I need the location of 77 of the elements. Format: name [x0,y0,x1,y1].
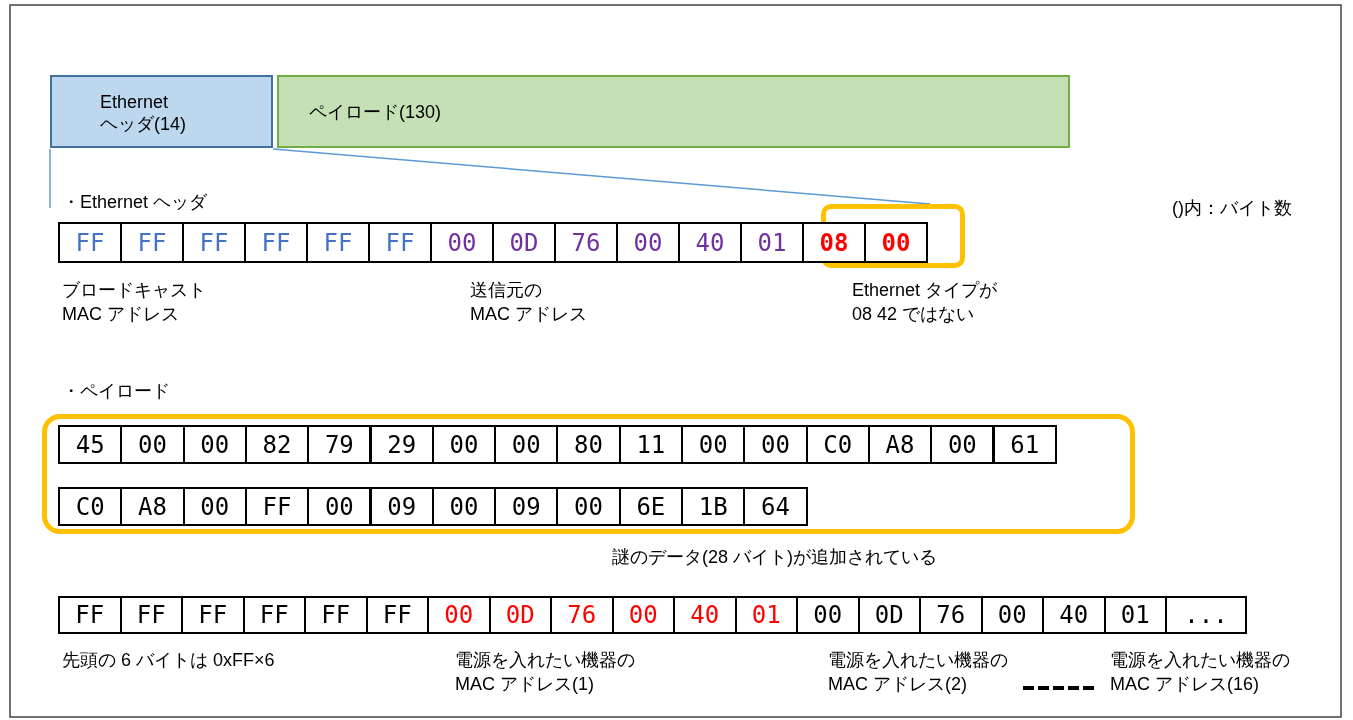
byte-cell: C0 [58,487,123,526]
byte-cell: 09 [369,487,434,526]
byte-cell: ... [1165,596,1247,634]
byte-cell: 00 [430,222,494,263]
byte-cell: 00 [796,596,860,634]
byte-cell: 00 [182,425,247,464]
byte-cell: 0D [492,222,556,263]
byte-cell: 0D [857,596,921,634]
zoom-guide-line [49,148,51,209]
byte-cell: 01 [1103,596,1167,634]
byte-cell: FF [368,222,432,263]
byte-cell: FF [120,222,184,263]
byte-cell: FF [304,596,368,634]
byte-cell: A8 [867,425,933,464]
byte-cell: 00 [864,222,928,263]
byte-cell: 00 [616,222,680,263]
note-text: 謎のデータ(28 バイト)が追加されている [612,546,937,569]
byte-cell: FF [244,222,308,263]
byte-cell: 79 [307,425,372,464]
byte-cell: FF [182,222,246,263]
byte-cell: 29 [369,425,434,464]
byte-cell: 6E [618,487,683,526]
byte-cell: FF [58,596,122,634]
note-text: Ethernet タイプが 08 42 ではない [852,279,998,326]
byte-cell: 40 [678,222,742,263]
byte-cell: 76 [550,596,614,634]
byte-cell: 40 [673,596,737,634]
header-box: Ethernet ヘッダ(14) [50,75,273,148]
note-text: 電源を入れたい機器の MAC アドレス(1) [455,649,635,696]
byte-cell: FF [242,596,306,634]
note-text: 電源を入れたい機器の MAC アドレス(2) [828,649,1008,696]
byte-cell: 00 [743,425,808,464]
byte-cell: 00 [427,596,491,634]
byte-cell: FF [119,596,183,634]
note-text: ()内：バイト数 [1172,197,1292,220]
byte-cell: 08 [802,222,866,263]
zoom-guide-line [272,148,931,205]
note-text: ・ペイロード [62,380,170,403]
byte-cell: 00 [494,425,559,464]
byte-cell: 09 [494,487,559,526]
note-text: ・Ethernet ヘッダ [62,191,208,214]
note-text: 電源を入れたい機器の MAC アドレス(16) [1110,649,1290,696]
byte-cell: A8 [120,487,185,526]
byte-cell: FF [58,222,122,263]
byte-cell: 1B [681,487,746,526]
note-text: 先頭の 6 バイトは 0xFF×6 [62,649,275,672]
highlight-frame [42,414,1135,534]
byte-cell: 00 [431,425,497,464]
byte-cell: FF [181,596,245,634]
byte-cell: 64 [743,487,808,526]
byte-cell: C0 [805,425,870,464]
byte-cell: 80 [556,425,621,464]
byte-cell: 00 [182,487,247,526]
byte-cell: 0D [488,596,552,634]
byte-cell: FF [365,596,429,634]
byte-cell: 00 [120,425,185,464]
byte-cell: FF [244,487,310,526]
byte-cell: 00 [431,487,497,526]
byte-cell: 00 [930,425,995,464]
byte-cell: 40 [1042,596,1106,634]
byte-cell: 76 [554,222,618,263]
byte-cell: 00 [681,425,746,464]
byte-cell: 00 [611,596,675,634]
byte-cell: 76 [919,596,983,634]
byte-cell: 61 [992,425,1057,464]
payload-box: ペイロード(130) [277,75,1070,148]
byte-cell: 45 [58,425,123,464]
byte-cell: FF [306,222,370,263]
note-text: ブロードキャスト MAC アドレス [62,279,206,326]
byte-cell: 00 [307,487,372,526]
byte-cell: 11 [618,425,683,464]
note-text: 送信元の MAC アドレス [470,279,587,326]
byte-cell: 00 [556,487,621,526]
byte-cell: 01 [740,222,804,263]
byte-cell: 01 [734,596,798,634]
byte-cell: 82 [244,425,310,464]
byte-cell: 00 [980,596,1044,634]
